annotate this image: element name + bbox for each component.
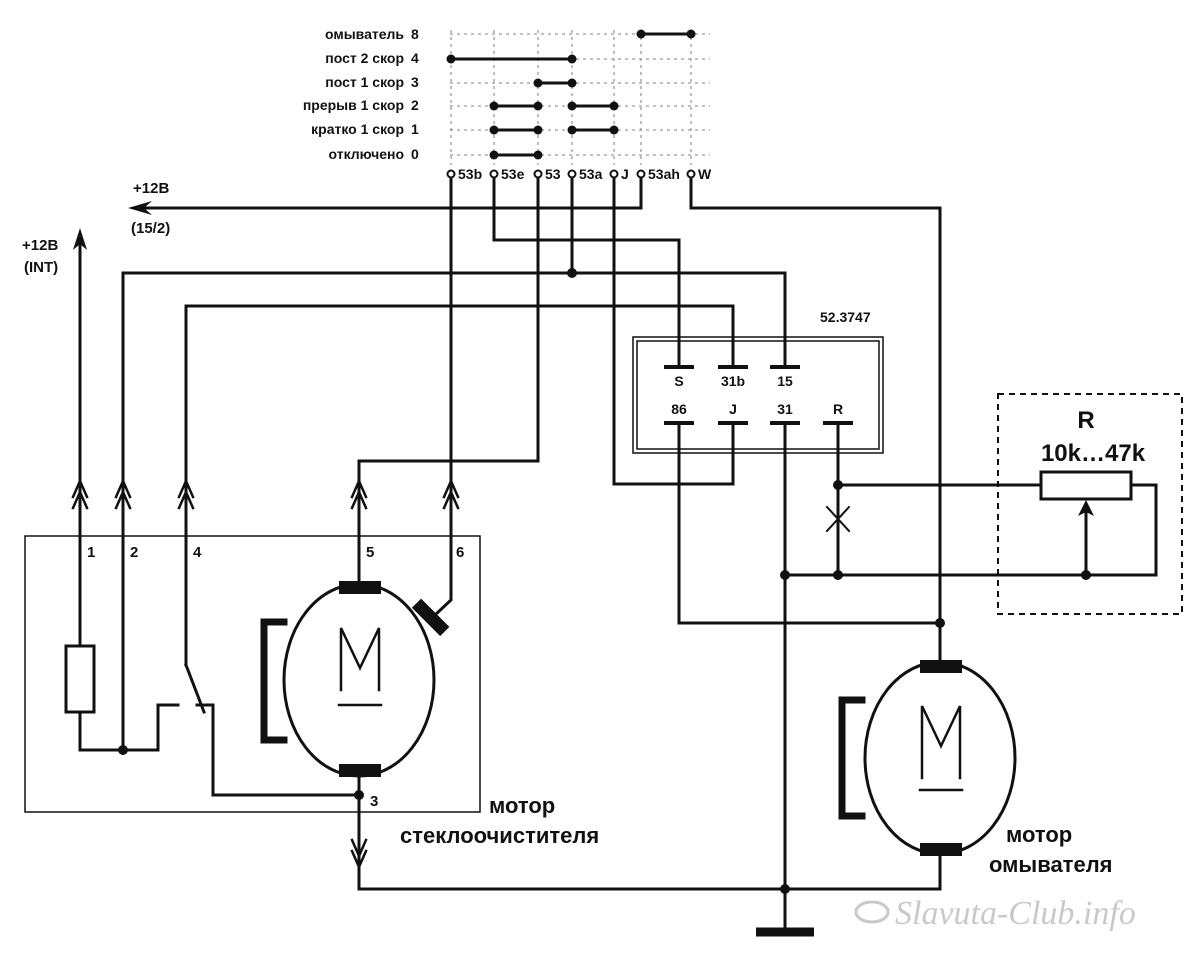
position-label-washer: омыватель — [325, 26, 404, 42]
position-num-1: 1 — [411, 121, 419, 137]
position-num-2: 2 — [411, 97, 419, 113]
arrow-up-icon — [73, 228, 87, 250]
terminal-J: J — [621, 166, 629, 182]
supply-int-label: (INT) — [24, 259, 58, 276]
motor-pin-6: 6 — [456, 544, 464, 561]
relay-pin-31: 31 — [777, 401, 793, 417]
position-label-cont-speed-2: пост 2 скор — [325, 50, 404, 66]
relay-pin-31b: 31b — [721, 373, 745, 389]
wiper-motor-block: 1 2 4 5 6 3 мотор стеклоочистителя — [24, 228, 599, 871]
terminal-53b: 53b — [458, 166, 482, 182]
position-num-3: 3 — [411, 74, 419, 90]
relay-pin-86: 86 — [671, 401, 687, 417]
switch-position-labels: омыватель пост 2 скор пост 1 скор прерыв… — [303, 26, 419, 162]
watermark: Slavuta-Club.info — [854, 895, 1136, 932]
arrow-left-icon — [128, 201, 152, 215]
position-num-4: 4 — [411, 50, 419, 66]
washer-motor-symbol — [863, 660, 1017, 856]
position-label-short: кратко 1 скор — [311, 121, 404, 137]
washer-motor-block: мотор омывателя — [838, 660, 1113, 877]
relay-pin-S: S — [674, 373, 683, 389]
terminal-53e: 53e — [501, 166, 525, 182]
wiper-motor-symbol — [282, 582, 436, 778]
position-num-8: 8 — [411, 26, 419, 42]
supply-15-2-label: (15/2) — [131, 220, 170, 237]
motor-pin-2: 2 — [130, 544, 138, 561]
relay-pin-15: 15 — [777, 373, 793, 389]
relay-pin-J: J — [729, 401, 737, 417]
switch-contact-bars — [446, 29, 696, 160]
position-label-off: отключено — [329, 146, 404, 162]
supply-12v-label: +12В — [133, 180, 169, 197]
motor-pin-5: 5 — [366, 544, 374, 561]
terminal-53a: 53a — [579, 166, 603, 182]
wires — [121, 176, 1158, 937]
fuse-symbol — [64, 644, 96, 714]
relay-block: 52.3747 S 31b 15 86 J 31 R — [632, 309, 884, 454]
switch-terminals: 53b 53e 53 53a J 53ah W — [446, 166, 712, 182]
wiper-motor-label-line2: стеклоочистителя — [400, 823, 599, 848]
resistor-value: 10k…47k — [1041, 440, 1146, 467]
position-num-0: 0 — [411, 146, 419, 162]
supply-labels: +12В (15/2) +12В (INT) — [22, 180, 170, 276]
terminal-53ah: 53ah — [648, 166, 680, 182]
motor-pin-3: 3 — [370, 793, 378, 810]
arrow-up-icon — [1078, 500, 1094, 516]
position-label-intermittent: прерыв 1 скор — [303, 97, 404, 113]
resistor-block: R 10k…47k — [997, 393, 1183, 615]
relay-pin-R: R — [833, 401, 843, 417]
switch-position-grid — [450, 30, 710, 165]
relay-model-label: 52.3747 — [820, 309, 871, 325]
wiper-motor-label-line1: мотор — [489, 793, 555, 818]
resistor-name: R — [1077, 407, 1094, 434]
watermark-logo-icon — [854, 900, 890, 924]
washer-motor-label-line2: омывателя — [989, 852, 1113, 877]
terminal-W: W — [698, 166, 712, 182]
variable-resistor-symbol — [1039, 470, 1133, 501]
supply-int-12v-label: +12В — [22, 237, 58, 254]
motor-pin-4: 4 — [193, 544, 202, 561]
terminal-53: 53 — [545, 166, 561, 182]
watermark-text: Slavuta-Club.info — [895, 895, 1136, 932]
washer-motor-label-line1: мотор — [1006, 822, 1072, 847]
motor-pin-1: 1 — [87, 544, 95, 561]
position-label-cont-speed-1: пост 1 скор — [325, 74, 404, 90]
